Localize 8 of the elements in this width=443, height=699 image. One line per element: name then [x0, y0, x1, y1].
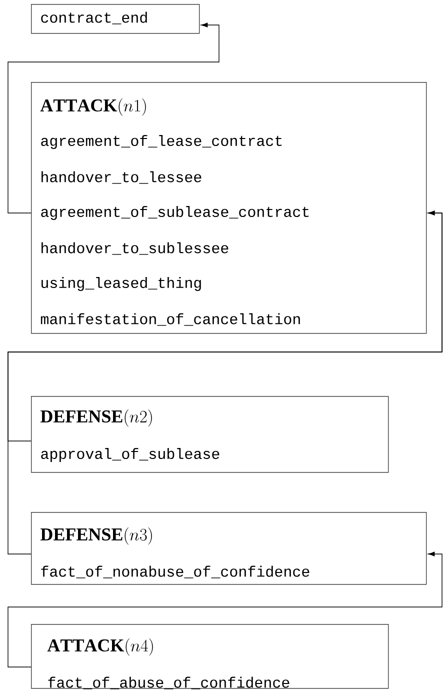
argument-box: $\mathbf{ATTACK}(n4)$ fact_of_abuse_of_confidence	[31, 624, 389, 690]
argument-box: $\mathbf{ATTACK}(n1)$ agreement_of_lease_contract handover_to_lessee agreement_of_sublease_contract handover_to_sublessee using_leased_thing manifestation_of_cancellation	[31, 82, 427, 334]
argument-box: $\mathbf{DEFENSE}(n3)$ fact_of_nonabuse_of_confidence	[31, 512, 427, 585]
argument-box: contract_end	[31, 4, 200, 34]
arrow	[8, 210, 442, 554]
arrow	[8, 22, 220, 214]
arrow	[8, 552, 442, 668]
argument-box: $\mathbf{DEFENSE}(n2)$ approval_of_sublease	[31, 396, 389, 473]
